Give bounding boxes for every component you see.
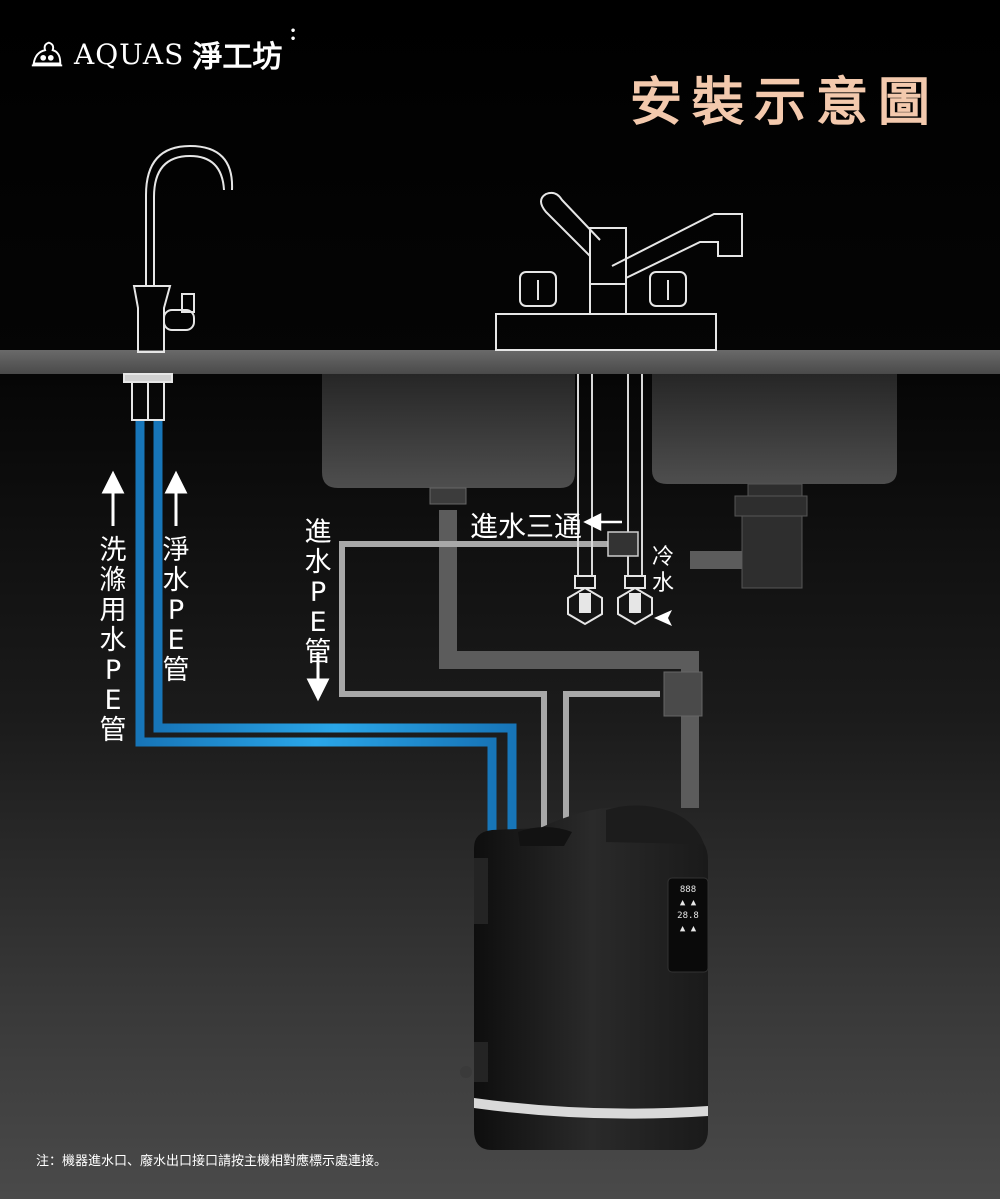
kitchen-faucet [495, 191, 743, 351]
brand-name: AQUAS [74, 37, 185, 71]
unit-display: 888 ▲ ▲ 28.8 ▲ ▲ [672, 882, 704, 968]
pure-pe-pipe [153, 420, 517, 848]
sink-left [322, 374, 575, 488]
brand-dots-icon: •• [289, 26, 297, 45]
countertop [0, 350, 1000, 374]
install-note: 注：機器進水口、廢水出口接口請按主機相對應標示處連接。 [36, 1154, 388, 1169]
wash-pe-pipe [135, 420, 497, 848]
display-indicator-2: ▲ ▲ [679, 924, 697, 934]
angle-valve-right [617, 575, 653, 626]
drain-trap [734, 483, 808, 589]
wash-flow-arrow [101, 470, 125, 526]
inlet-pe-pipe [339, 541, 610, 840]
brand-header: AQUAS 淨工坊•• [28, 26, 297, 78]
drain-pipe [439, 510, 699, 808]
inlet-flow-arrow [306, 652, 330, 702]
sink-right [652, 374, 897, 484]
brand-name-cn: 淨工坊•• [192, 26, 297, 76]
purifier-unit [460, 805, 709, 1150]
inlet-tee [607, 531, 639, 557]
cold-water-label: 冷水 [651, 545, 674, 596]
drain-tee [663, 671, 703, 717]
brand-logo-icon [31, 41, 63, 67]
pure-flow-arrow [164, 470, 188, 526]
inlet-tee-label: 進水三通 [470, 510, 583, 543]
cold-water-arrow [654, 610, 672, 626]
display-line-2: 28.8 [677, 911, 699, 921]
angle-valve-left [567, 575, 603, 626]
display-indicator-1: ▲ ▲ [679, 898, 697, 908]
pure-water-faucet [123, 144, 234, 421]
page-title: 安裝示意圖 [630, 73, 941, 133]
display-line-1: 888 [679, 885, 697, 895]
waste-pe-pipe [563, 691, 660, 840]
drain-outlet [429, 487, 467, 505]
tee-arrow [583, 512, 622, 532]
